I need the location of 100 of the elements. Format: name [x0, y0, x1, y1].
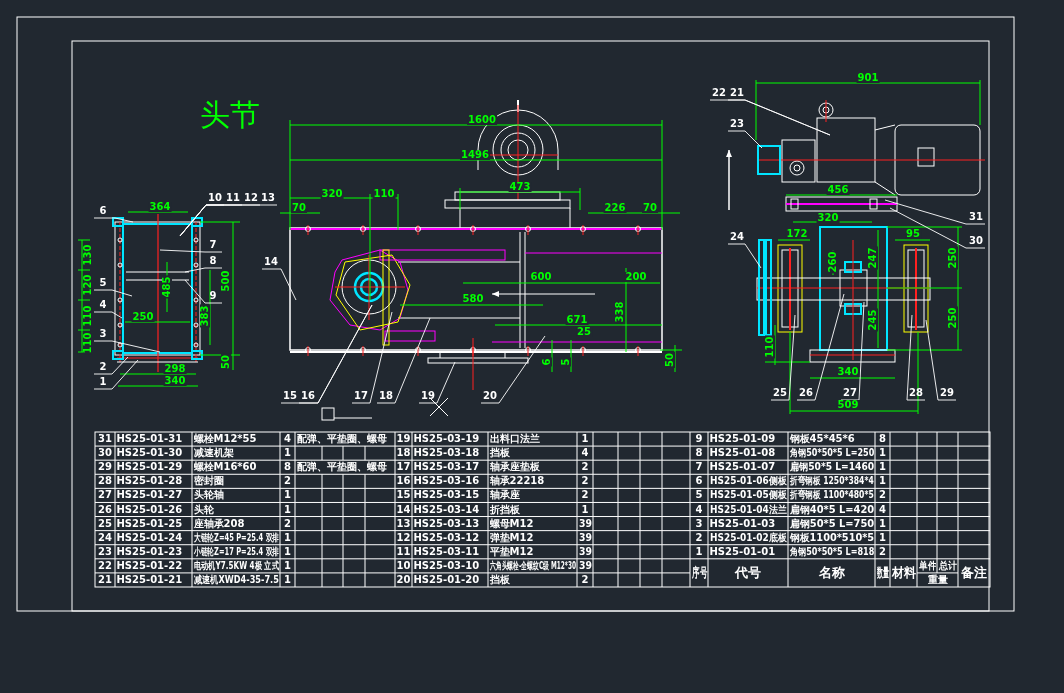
table-cell: 7 [695, 462, 703, 473]
table-cell: 16 [396, 476, 411, 487]
callout-number: 14 [264, 257, 278, 267]
table-cell: 小链轮Z=17 P=25.4 双排 [193, 546, 279, 557]
table-cell: 8 [879, 434, 886, 445]
leader-line [906, 314, 926, 401]
dimension-value: 500 [221, 269, 231, 293]
callout-number: 15 [283, 391, 297, 401]
leader-line [93, 359, 139, 390]
dimension-value: 600 [529, 272, 553, 282]
leader-line [925, 319, 957, 401]
leader-line [770, 314, 796, 401]
leader-line [93, 217, 134, 223]
table-cell: 六角头螺栓-全螺纹C级 M12*30 [489, 560, 576, 571]
table-cell: 2 [581, 462, 589, 473]
table-cell: 1 [284, 560, 291, 571]
callout-number: 22 [712, 88, 726, 98]
leader-line [93, 311, 123, 319]
table-cell: 2 [581, 574, 589, 585]
table-cell: 1 [879, 448, 886, 459]
dimension-value: 245 [868, 308, 878, 332]
table-cell: HS25-01-23 [116, 546, 183, 557]
dimension-value: 70 [642, 203, 658, 213]
table-cell: HS25-01-01 [709, 546, 776, 557]
table-header: 重量 [927, 574, 948, 585]
table-cell: 1 [879, 476, 886, 487]
callout-number: 20 [483, 391, 497, 401]
table-cell: 2 [581, 476, 589, 487]
callout-number: 29 [940, 388, 954, 398]
dimension-value: 671 [565, 315, 589, 325]
table-cell: 1 [581, 504, 589, 515]
table-cell: 电动机Y7.5KW 4极 立式 [193, 560, 279, 571]
leader-line [159, 249, 223, 253]
table-cell: 39 [578, 532, 592, 543]
leader-line [93, 356, 129, 375]
table-cell: 座轴承208 [193, 518, 245, 529]
table-cell: HS25-01-03 [709, 518, 776, 529]
dimension-value: 95 [905, 229, 921, 239]
dimension-value: 338 [615, 300, 625, 324]
table-cell: 配弹、平垫圈、螺母 [296, 434, 387, 445]
table-header: 序号 [691, 566, 707, 580]
callout-number: 27 [843, 388, 857, 398]
table-header: 单件 [918, 560, 936, 571]
drawing-title: 头节 [200, 100, 260, 130]
table-cell: 8 [284, 462, 291, 473]
table-cell: 轴承22218 [489, 476, 545, 487]
callout-number: 3 [99, 329, 107, 339]
callout-number: 7 [209, 240, 217, 250]
dimension-value: 364 [148, 202, 172, 212]
dimension-value: 70 [291, 203, 307, 213]
table-cell: 23 [98, 546, 112, 557]
callout-number: 30 [969, 236, 983, 246]
table-cell: 31 [98, 434, 112, 445]
table-cell: HS25-01-05侧板 [709, 490, 787, 501]
table-header: 备注 [961, 566, 987, 580]
dimension-value: 110 [83, 304, 93, 328]
table-cell: 2 [695, 532, 703, 543]
table-cell: 8 [695, 448, 703, 459]
table-cell: HS25-03-18 [413, 448, 480, 459]
table-cell: 1 [284, 574, 291, 585]
table-cell: 1 [879, 462, 886, 473]
table-cell: HS25-01-04法兰 [709, 504, 787, 515]
dimension-value: 509 [836, 400, 860, 410]
table-cell: 弹垫M12 [489, 532, 534, 543]
dimension-value: 110 [83, 331, 93, 355]
table-cell: HS25-01-22 [116, 560, 183, 571]
table-cell: HS25-01-24 [116, 532, 183, 543]
table-cell: HS25-03-14 [413, 504, 480, 515]
table-cell: 17 [396, 462, 411, 473]
table-cell: 折弯钢板 1250*384*4 [789, 476, 874, 487]
table-cell: 头轮 [193, 504, 214, 515]
leader-line [93, 340, 161, 353]
table-cell: HS25-01-02底板 [709, 532, 787, 543]
table-cell: 9 [695, 434, 703, 445]
callout-number: 10 [208, 193, 222, 203]
table-cell: 4 [581, 448, 589, 459]
callout-number: 4 [99, 300, 107, 310]
table-cell: 1 [284, 504, 291, 515]
table-cell: 密封圈 [193, 476, 224, 487]
table-cell: 5 [695, 490, 703, 501]
table-cell: 15 [396, 490, 411, 501]
table-cell: 配弹、平垫圈、螺母 [296, 462, 387, 473]
table-cell: 25 [98, 518, 112, 529]
dimension-value: 383 [200, 304, 210, 328]
leader-line [184, 279, 223, 304]
table-cell: 钢板1100*510*5 [789, 532, 874, 543]
table-cell: 扁钢50*5 L=750 [789, 518, 874, 529]
table-cell: HS25-01-06侧板 [709, 476, 787, 487]
table-cell: HS25-01-30 [116, 448, 183, 459]
dimension-value: 247 [868, 246, 878, 270]
table-cell: 折弯钢板 1100*480*5 [789, 490, 874, 501]
table-cell: 2 [284, 518, 291, 529]
table-cell: HS25-03-16 [413, 476, 480, 487]
dimension-value: 110 [372, 189, 396, 199]
table-cell: 12 [396, 532, 411, 543]
dimension-value: 5 [561, 357, 571, 367]
table-cell: 1 [581, 434, 589, 445]
callout-number: 24 [730, 232, 744, 242]
callout-number: 25 [773, 388, 787, 398]
table-cell: 螺栓M12*55 [193, 434, 257, 445]
